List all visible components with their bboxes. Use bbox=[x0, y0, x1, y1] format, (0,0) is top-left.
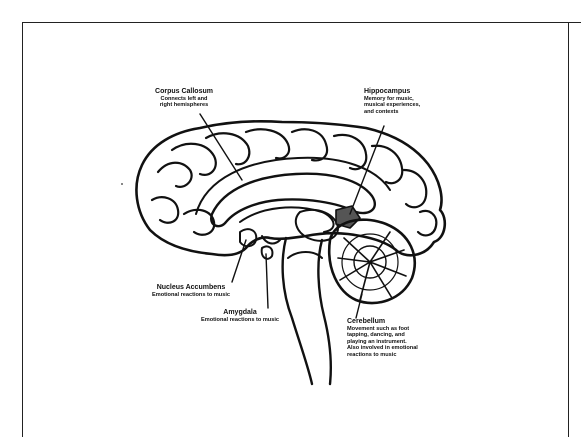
gyri-fold bbox=[292, 129, 327, 160]
gyri-fold bbox=[158, 163, 192, 187]
leader-line-nucleus-accumbens bbox=[232, 240, 246, 282]
gyri-fold bbox=[152, 197, 178, 223]
gyri-fold bbox=[172, 144, 216, 175]
label-nucleus-accumbens: Nucleus Accumbens Emotional reactions to… bbox=[134, 284, 248, 298]
pons bbox=[288, 252, 322, 258]
label-hippocampus: Hippocampus Memory for music, musical ex… bbox=[364, 88, 474, 115]
label-line: Emotional reactions to music bbox=[134, 292, 248, 298]
gyri-fold bbox=[206, 133, 249, 164]
gyri-fold bbox=[404, 170, 426, 207]
amygdala-region bbox=[262, 246, 273, 258]
label-line: and contexts bbox=[364, 109, 474, 115]
label-amygdala: Amygdala Emotional reactions to music bbox=[184, 309, 296, 323]
label-cerebellum: Cerebellum Movement such as foot tapping… bbox=[347, 318, 461, 358]
label-title: Hippocampus bbox=[364, 88, 474, 96]
leader-line-amygdala bbox=[266, 254, 268, 308]
gyri-fold bbox=[418, 211, 436, 235]
gyri-fold bbox=[184, 210, 214, 235]
leader-line-cerebellum bbox=[356, 294, 362, 318]
stray-dot bbox=[121, 183, 123, 185]
label-corpus-callosum: Corpus Callosum Connects left and right … bbox=[128, 88, 240, 109]
label-line: reactions to music bbox=[347, 352, 461, 358]
gyri-fold bbox=[246, 129, 289, 158]
label-line: Emotional reactions to music bbox=[184, 317, 296, 323]
label-title: Amygdala bbox=[184, 309, 296, 317]
label-line: right hemispheres bbox=[128, 102, 240, 108]
label-title: Nucleus Accumbens bbox=[134, 284, 248, 292]
label-title: Cerebellum bbox=[347, 318, 461, 326]
gyri-fold bbox=[372, 146, 402, 183]
label-title: Corpus Callosum bbox=[128, 88, 240, 96]
cerebrum-outline bbox=[136, 121, 444, 255]
